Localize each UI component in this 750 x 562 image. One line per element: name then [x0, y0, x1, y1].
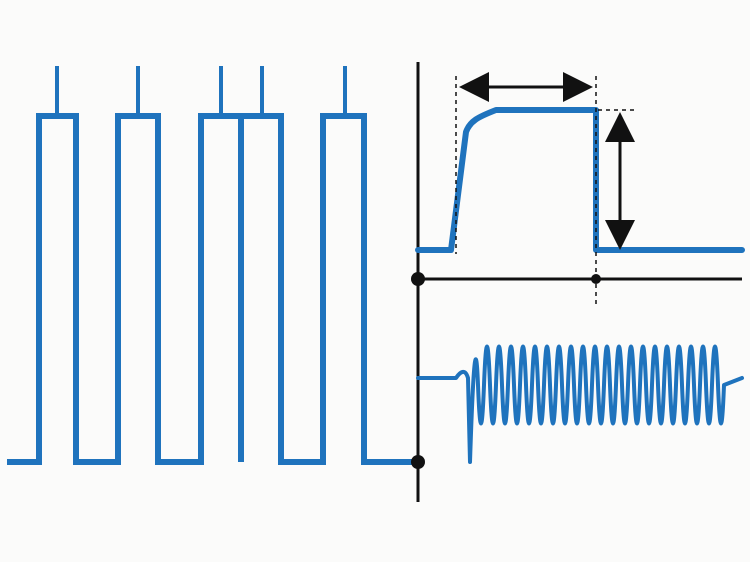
top-pulse-waveform	[415, 107, 745, 253]
top-pulse	[415, 107, 745, 253]
axes	[411, 62, 742, 502]
annotations	[455, 72, 635, 306]
left-pulse-train	[7, 66, 421, 465]
lower-oscillation	[416, 344, 744, 464]
axis-origin-dot	[411, 272, 425, 286]
left-pulse-waveform	[7, 113, 421, 465]
oscillating-waveform	[416, 344, 744, 464]
lower-signal-origin-dot	[411, 455, 425, 469]
